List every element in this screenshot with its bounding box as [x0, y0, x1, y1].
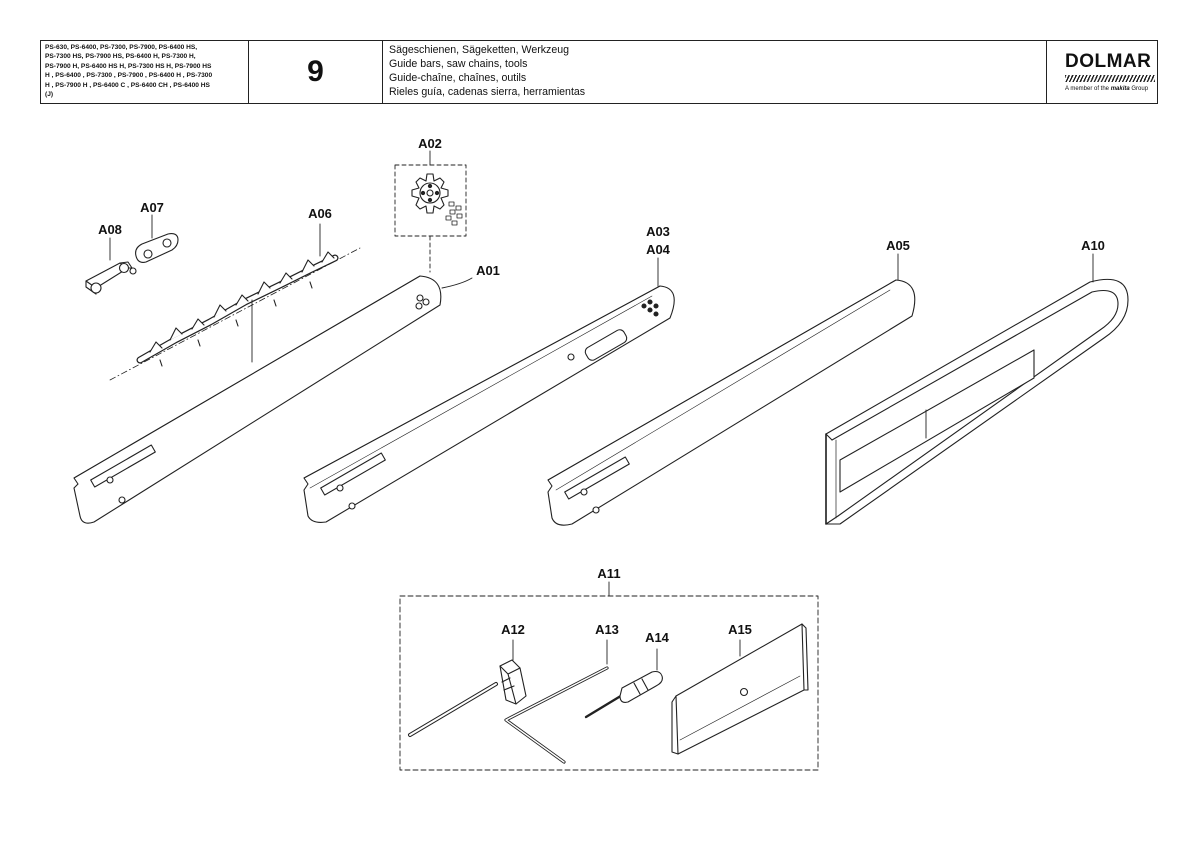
logo-hatch — [1065, 75, 1155, 82]
a07-connecting-link — [135, 233, 179, 263]
label-a13: A13 — [595, 622, 619, 637]
label-a15: A15 — [728, 622, 752, 637]
a06-saw-chain — [109, 247, 361, 381]
a01-leader — [441, 277, 473, 289]
a02-sprocket — [411, 173, 463, 226]
title-es: Rieles guía, cadenas sierra, herramienta… — [389, 86, 586, 98]
label-a02: A02 — [418, 136, 442, 151]
model-line: H , PS-7900 H , PS-6400 C , PS-6400 CH ,… — [45, 81, 210, 89]
model-list: PS-630, PS-6400, PS-7300, PS-7900, PS-64… — [41, 41, 249, 103]
label-a14: A14 — [645, 630, 670, 645]
section-titles: Sägeschienen, Sägeketten, Werkzeug Guide… — [383, 41, 1047, 103]
title-block: PS-630, PS-6400, PS-7300, PS-7900, PS-64… — [40, 40, 1158, 104]
makita-brand: makita — [1110, 86, 1130, 92]
model-line: PS-630, PS-6400, PS-7300, PS-7900, PS-64… — [45, 44, 198, 51]
member-line: A member of the makita Group — [1065, 86, 1148, 92]
model-line: (J) — [45, 91, 54, 99]
a13-hex-key — [504, 666, 609, 764]
member-suffix: Group — [1131, 86, 1149, 92]
a10-bar-cover — [825, 278, 1129, 525]
a01-guide-bar — [73, 275, 442, 524]
a12-combination-wrench — [408, 659, 527, 737]
label-a06: A06 — [308, 206, 332, 221]
page-number: 9 — [249, 41, 383, 103]
dolmar-logo: DOLMAR — [1065, 51, 1152, 72]
model-line: PS-7300 HS, PS-7900 HS, PS-6400 H, PS-73… — [45, 53, 196, 61]
model-line: H , PS-6400 , PS-7300 , PS-7900 , PS-640… — [45, 72, 213, 80]
a05-guide-bar — [547, 279, 916, 526]
a14-screwdriver — [584, 670, 663, 719]
a02-kit-box — [394, 164, 467, 237]
label-a03: A03 — [646, 224, 670, 239]
label-a11: A11 — [597, 566, 620, 581]
a15-file-guide — [671, 623, 809, 755]
title-de: Sägeschienen, Sägeketten, Werkzeug — [389, 44, 570, 56]
label-a05: A05 — [886, 238, 910, 253]
label-a10: A10 — [1081, 238, 1105, 253]
title-fr: Guide-chaîne, chaînes, outils — [389, 72, 527, 84]
label-a04: A04 — [646, 242, 671, 257]
a08-chain-link — [85, 261, 137, 295]
label-a08: A08 — [98, 222, 122, 237]
label-a12: A12 — [501, 622, 525, 637]
model-line: PS-7900 H, PS-6400 HS H, PS-7300 HS H, P… — [45, 62, 212, 70]
label-a01: A01 — [476, 263, 500, 278]
a03-a04-guide-bar — [303, 285, 675, 523]
member-prefix: A member of the — [1065, 86, 1110, 92]
title-en: Guide bars, saw chains, tools — [389, 58, 528, 70]
label-a07: A07 — [140, 200, 164, 215]
brand-block: DOLMAR A member of the makita Group — [1047, 41, 1157, 103]
